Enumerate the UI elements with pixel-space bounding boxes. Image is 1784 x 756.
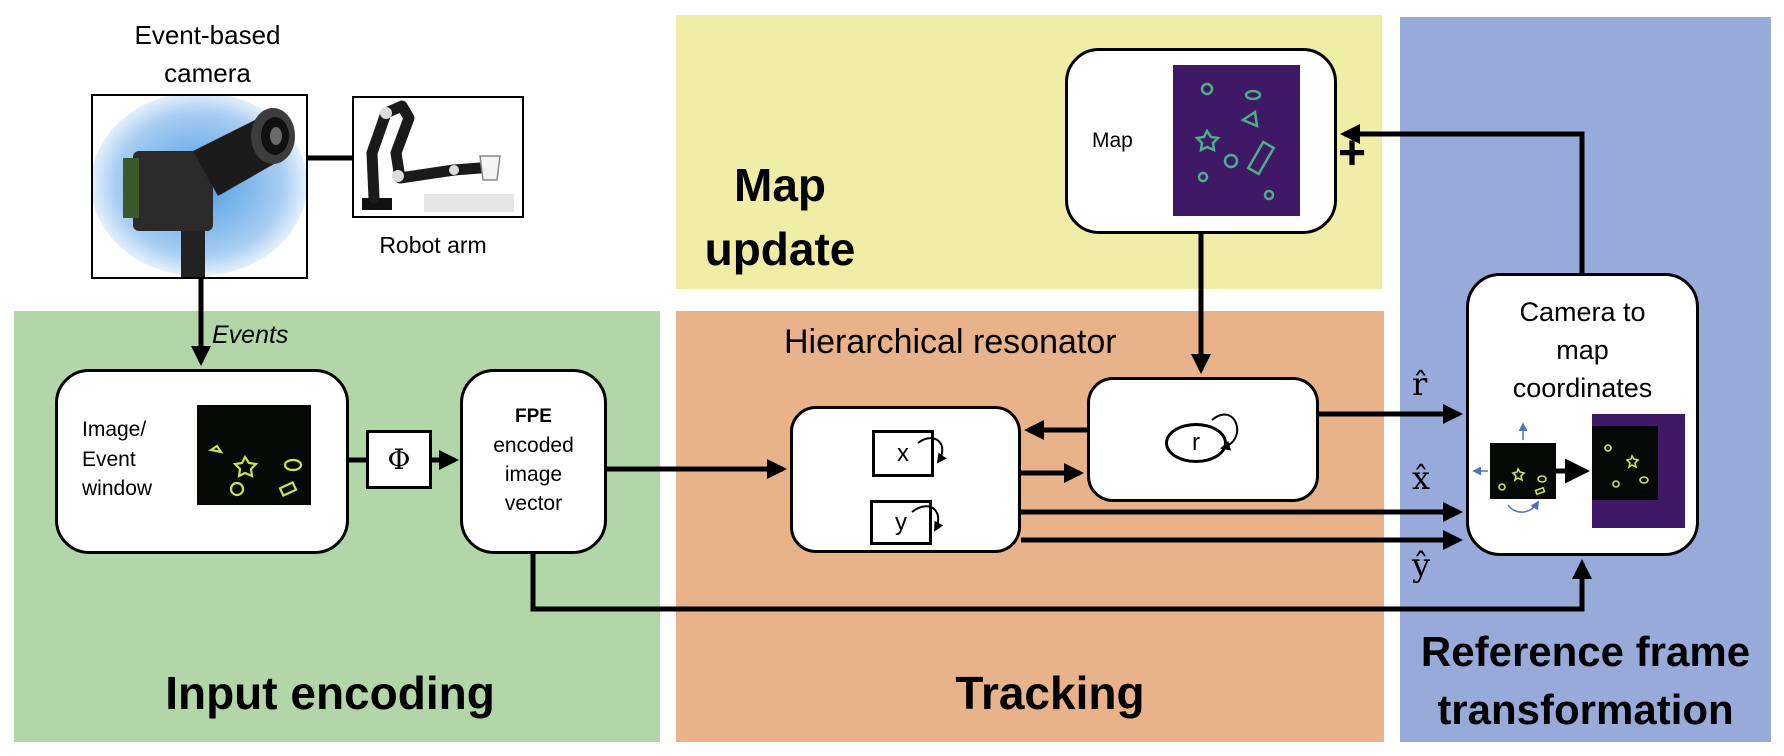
event-image-thumbnail <box>197 405 311 505</box>
r-factor-label: r <box>1192 429 1200 456</box>
robot-arm-icon <box>362 100 514 212</box>
camera-to-map-line3: coordinates <box>1512 373 1653 403</box>
reference-frame-title-line2: transformation <box>1437 686 1734 733</box>
camera-image <box>91 94 308 279</box>
fpe-title: FPE <box>515 406 552 427</box>
fpe-line2: image <box>504 463 563 486</box>
image-window-line1: Image/ <box>82 418 147 441</box>
map-frame-thumbnail <box>1592 414 1685 528</box>
x-factor-box: x <box>872 430 934 477</box>
input-encoding-title: Input encoding <box>165 667 495 719</box>
map-features-icon <box>1194 82 1276 201</box>
fpe-line1: encoded <box>493 434 574 457</box>
map-label: Map <box>1092 129 1133 152</box>
hierarchical-resonator-title: Hierarchical resonator <box>784 323 1117 361</box>
r-factor-ellipse: r <box>1165 423 1227 463</box>
map-image <box>1173 65 1300 216</box>
camera-label-line1: Event-based <box>134 20 281 50</box>
map-frame-features-icon <box>1604 444 1649 488</box>
robot-arm-label: Robot arm <box>379 232 487 258</box>
reference-frame-title-line1: Reference frame <box>1420 628 1751 675</box>
robot-arm-image <box>352 96 524 218</box>
camera-frame-thumbnail <box>1490 443 1556 499</box>
y-factor-box: y <box>870 500 932 545</box>
phi-symbol: Φ <box>387 443 411 476</box>
r-hat-label: r̂ <box>1412 365 1428 403</box>
y-factor-label: y <box>895 508 907 536</box>
image-window-line2: Event <box>82 448 136 471</box>
camera-frame-features-icon <box>1498 467 1547 496</box>
image-window-line3: window <box>82 477 153 500</box>
map-update-title-line2: update <box>704 223 856 275</box>
map-plus-sign: + <box>1338 127 1367 180</box>
camera-label-line2: camera <box>164 58 251 88</box>
y-hat-label: ŷ <box>1412 546 1431 584</box>
camera-to-map-line1: Camera to <box>1519 297 1646 327</box>
events-label: Events <box>212 321 289 349</box>
fpe-vector-box <box>460 369 607 554</box>
fpe-line3: vector <box>504 492 563 515</box>
camera-photo-icon <box>93 96 306 277</box>
phi-transform-box: Φ <box>366 430 432 489</box>
map-update-title-line1: Map <box>734 159 826 211</box>
tracking-title: Tracking <box>955 667 1145 719</box>
event-features-icon <box>208 444 303 498</box>
x-hat-label: x̂ <box>1412 459 1431 497</box>
x-factor-label: x <box>897 439 909 467</box>
camera-to-map-line2: map <box>1556 335 1609 365</box>
